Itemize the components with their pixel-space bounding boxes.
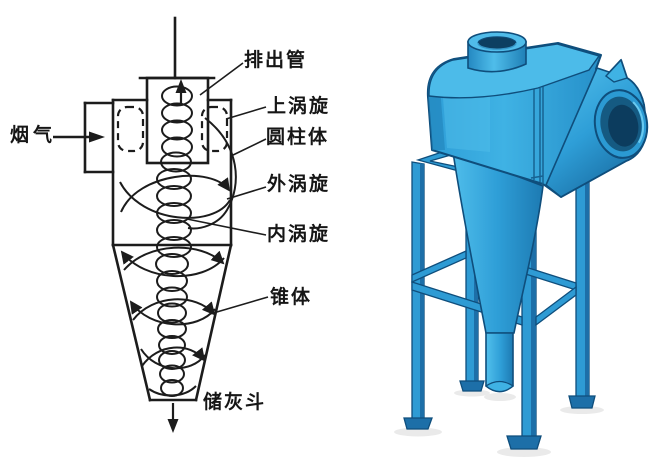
cyclone-schematic: 烟气 排出管 上涡旋 圆柱体 外涡旋 内涡旋 锥体 储灰斗 [10,16,331,433]
inlet-duct [545,58,649,198]
duct-fin [604,58,628,83]
outer-vortex-arcs [119,117,237,397]
label-discharge-pipe: 排出管 [244,49,308,71]
duct-opening [593,89,649,159]
label-cone-body: 锥体 [270,286,313,308]
gas-up-arrowhead [175,79,187,93]
label-inner-vortex: 内涡旋 [267,223,331,245]
label-leader-lines [186,62,269,315]
frame-foot-front [506,435,542,450]
label-outer-vortex: 外涡旋 [267,173,331,195]
dust-down-arrowhead [167,419,179,433]
cyclone-3d-render [340,0,650,465]
vessel-outline [83,16,233,402]
label-cylinder-body: 圆柱体 [266,126,330,148]
dust-outlet-cap [484,380,515,393]
body-panel-lines [530,80,544,184]
flue-gas-arrowhead [89,131,105,143]
frame-foot-right [568,395,596,409]
flow-arrows [53,79,187,433]
outlet-stack [467,31,527,73]
cyclone-3d-drawing [394,31,649,457]
cyclone-schematic-drawing [53,16,269,433]
label-flue-gas: 烟气 [10,124,57,146]
label-upper-vortex: 上涡旋 [267,95,331,117]
frame-foot-left [403,417,433,430]
frame-brace-back-left [411,249,467,284]
upper-vortex-dashed-markers [116,105,229,153]
frame-brace-front-right [535,285,577,327]
opening-rim-highlight [632,101,645,144]
frame-foot-back [459,380,485,392]
label-ash-hopper: 储灰斗 [203,391,267,413]
cone-hopper [452,150,544,393]
